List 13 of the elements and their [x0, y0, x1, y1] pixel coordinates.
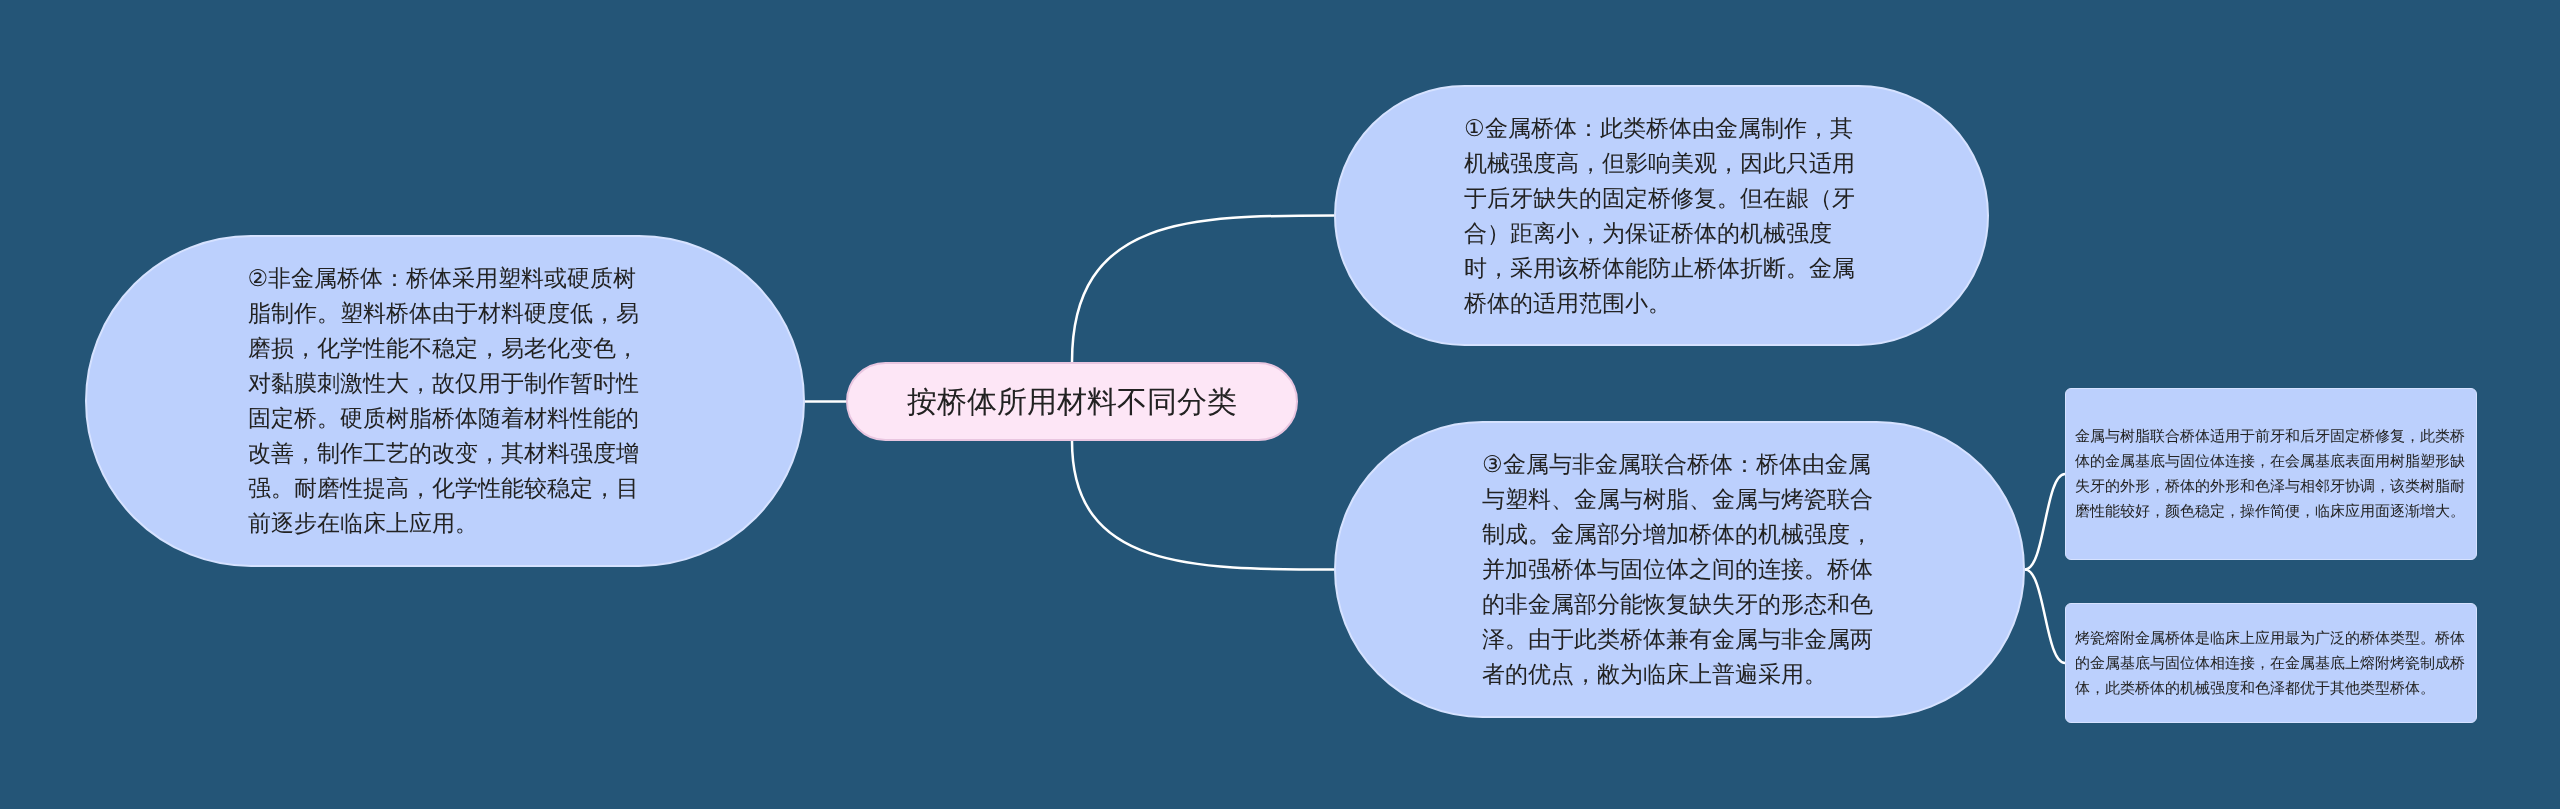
note-card	[2065, 388, 2477, 560]
node-text: ①金属桥体：此类桥体由金属制作，其机械强度高，但影响美观，因此只适用于后牙缺失的固定桥修复。但在龈（牙合）距离小，为保证桥体的机械强度时，采用该桥体能防止桥体折断。金属桥体的适用范围小。	[1464, 113, 1856, 318]
connector-line	[2024, 568, 2066, 665]
connector-line	[805, 400, 846, 403]
node-text: 按桥体所用材料不同分类	[907, 383, 1237, 421]
connector-line	[1070, 440, 1334, 571]
node-text: 烤瓷熔附金属桥体是临床上应用最为广泛的桥体类型。桥体的金属基底与固位体相连接，在金属基底上熔附烤瓷制成桥体，此类桥体的机械强度和色泽都优于其他类型桥体。	[2075, 627, 2466, 699]
node-text: ②非金属桥体：桥体采用塑料或硬质树脂制作。塑料桥体由于材料硬度低，易磨损，化学性能不稳定，易老化变色，对黏膜刺激性大，故仅用于制作暂时性固定桥。硬质树脂桥体随着材料性能的改善，制作工艺的改变，其材料强度增强。耐磨性提高，化学性能较稳定，目前逐步在临床上应用。	[247, 264, 640, 538]
connector-line	[1070, 214, 1334, 363]
note-card	[2065, 603, 2477, 723]
connector-line	[2024, 472, 2066, 571]
node-text: ③金属与非金属联合桥体：桥体由金属与塑料、金属与树脂、金属与烤瓷联合制成。金属部分增加桥体的机械强度，并加强桥体与固位体之间的连接。桥体的非金属部分能恢复缺失牙的形态和色泽。由于此类桥体兼有金属与非金属两者的优点，敝为临床上普遍采用。	[1482, 450, 1874, 689]
node-text: 金属与树脂联合桥体适用于前牙和后牙固定桥修复，此类桥体的金属基底与固位体连接，在会属基底表面用树脂塑形缺失牙的外形，桥体的外形和色泽与相邻牙协调，该类树脂耐磨性能较好，颜色稳定，操作简便，临床应用面逐渐增大。	[2075, 426, 2466, 522]
